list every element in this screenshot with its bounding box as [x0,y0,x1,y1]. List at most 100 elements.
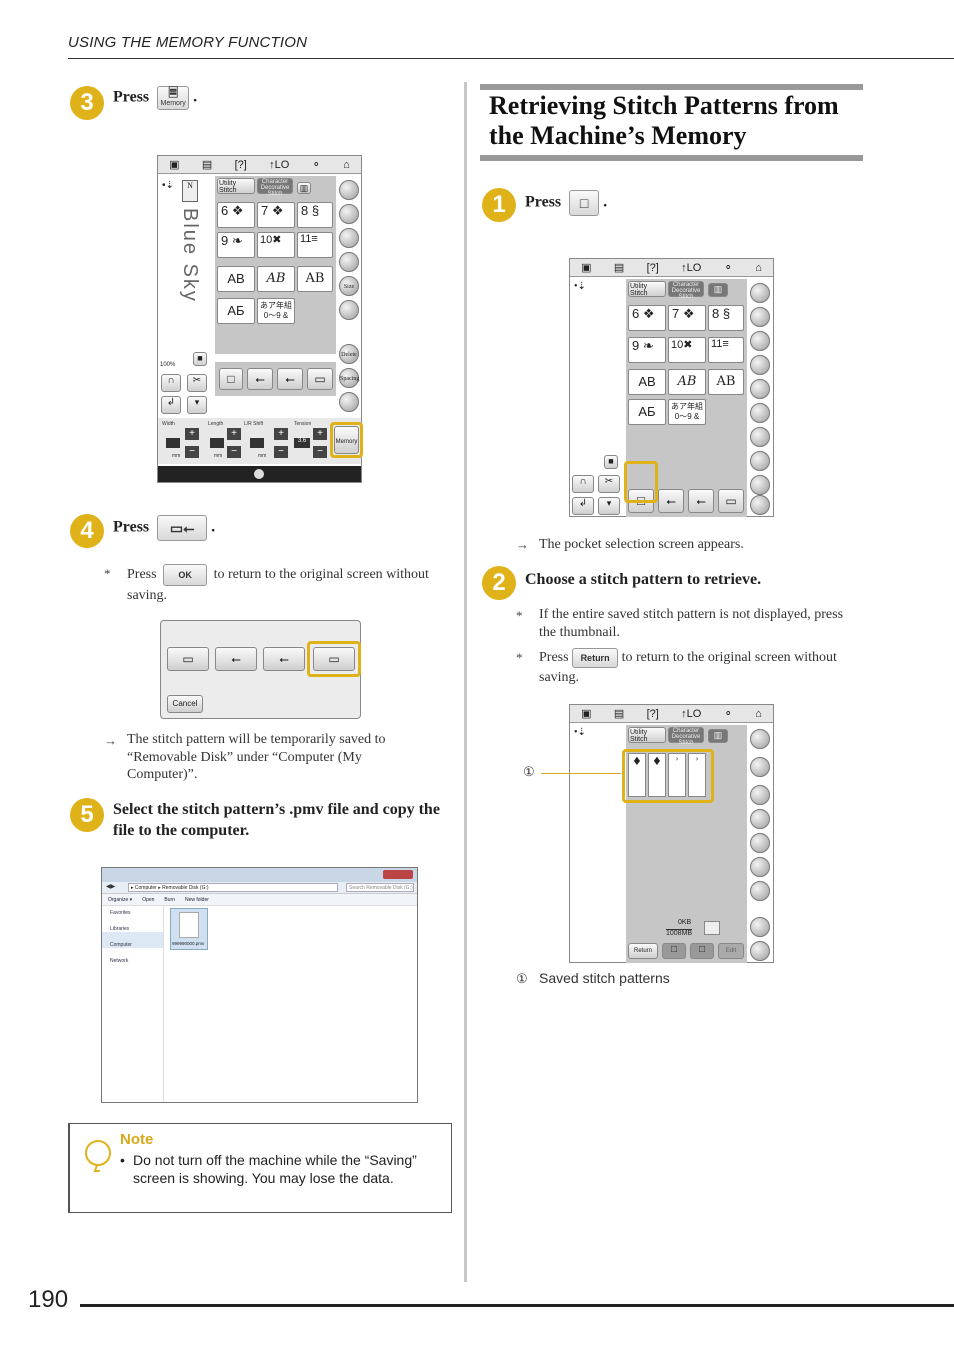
side-button[interactable] [750,451,770,471]
lock-icon[interactable]: ⚬ [311,159,321,171]
nav-computer[interactable]: Computer [102,932,163,948]
side-button[interactable] [750,307,770,327]
usb-icon[interactable]: ⭠ [263,647,305,671]
usb-icon[interactable]: ⭠ [688,489,714,513]
edit-button[interactable]: Edit [718,943,744,959]
plus-icon[interactable]: + [227,428,241,440]
organize-menu[interactable]: Organize ▾ [108,897,133,903]
usb-icon[interactable]: ⭠ [658,489,684,513]
lock-icon[interactable]: ⚬ [723,262,733,274]
burn-menu[interactable]: Burn [164,897,175,903]
needle-down-icon[interactable]: ▾ [187,396,207,414]
home-icon[interactable]: ⌂ [755,261,762,274]
reverse-icon[interactable]: ↲ [161,396,181,414]
stop-icon[interactable]: ■ [193,352,207,366]
pattern-cell[interactable]: 7 ❖ [668,305,706,331]
home-icon[interactable]: ⌂ [755,707,762,720]
memory-button[interactable]: Memory [334,426,359,454]
book-icon[interactable]: ▥ [708,283,728,297]
pattern-cell[interactable]: 7 ❖ [257,202,295,228]
needle-icon[interactable]: ↑LO [269,158,290,171]
side-button[interactable] [750,283,770,303]
utility-stitch-tab[interactable]: Utility Stitch [217,178,255,194]
side-button[interactable] [339,392,359,412]
side-button[interactable] [339,180,359,200]
pocket-icon[interactable]: □ [219,368,243,390]
memory-button-icon[interactable]: 🗏 Memory [157,86,190,110]
pattern-cell[interactable]: AB [668,369,706,395]
side-button[interactable] [750,475,770,495]
saved-pattern-thumbnail[interactable]: ♦ [648,753,666,797]
side-button[interactable] [750,729,770,749]
nav-libraries[interactable]: Libraries [110,926,130,932]
character-stitch-tab[interactable]: Character Decorative Stitch [257,178,293,197]
side-button[interactable] [750,757,770,777]
utility-stitch-tab[interactable]: Utility Stitch [628,727,666,743]
pattern-cell[interactable]: AB [297,266,333,292]
side-button[interactable] [750,809,770,829]
delete-button[interactable]: Delete [339,344,359,364]
book-icon[interactable]: ▥ [708,729,728,743]
lock-icon[interactable]: ⚬ [723,708,733,720]
pattern-cell[interactable]: 11≡ [708,337,744,363]
computer-usb-button-icon[interactable]: ▭⭠ [157,515,208,541]
side-button[interactable] [750,785,770,805]
ok-button[interactable]: OK [163,564,208,586]
stop-icon[interactable]: ■ [604,455,618,469]
needle-icon[interactable]: ↑LO [681,707,702,720]
machine-icon[interactable]: ▭ [167,647,209,671]
delete-pocket-icon[interactable]: □ [690,943,714,959]
computer-icon[interactable]: ▭ [718,489,744,513]
presser-icon[interactable]: ∩ [161,374,181,392]
window-controls[interactable] [383,870,413,879]
camera-icon[interactable]: ▣ [581,708,592,720]
side-button[interactable] [339,204,359,224]
pattern-cell[interactable]: 10✖ [257,232,295,258]
side-button[interactable] [750,427,770,447]
pattern-cell[interactable]: AB [217,266,255,292]
usb-icon[interactable]: ⭠ [277,368,303,390]
side-button[interactable] [750,833,770,853]
scroll-icon[interactable] [254,469,264,479]
pocket-icon[interactable]: □ [662,943,686,959]
side-button[interactable] [750,355,770,375]
pattern-cell[interactable]: 6 ❖ [217,202,255,228]
open-menu[interactable]: Open [142,897,155,903]
character-stitch-tab[interactable]: Character Decorative Stitch [668,727,704,746]
pattern-cell[interactable]: あア年組 0～9 & [668,399,706,425]
scissors-icon[interactable]: ✂ [187,374,207,392]
return-button[interactable]: Return [628,943,658,959]
side-button[interactable] [750,331,770,351]
side-button[interactable] [339,228,359,248]
scissors-icon[interactable]: ✂ [598,475,620,493]
side-button[interactable] [339,252,359,272]
side-button[interactable] [750,881,770,901]
pattern-cell[interactable]: 8 § [708,305,744,331]
pmv-file[interactable]: 999990000.pmv [170,908,208,950]
search-field[interactable]: Search Removable Disk (G:) [346,883,414,892]
side-button[interactable] [750,857,770,877]
help-icon[interactable]: [?] [234,158,247,171]
pattern-cell[interactable]: АБ [628,399,666,425]
side-button[interactable] [750,379,770,399]
character-stitch-tab[interactable]: Character Decorative Stitch [668,281,704,300]
pattern-cell[interactable]: 6 ❖ [628,305,666,331]
computer-icon[interactable]: ▭ [307,368,333,390]
minus-icon[interactable]: − [313,446,327,458]
address-field[interactable]: ▸ Computer ▸ Removable Disk (G:) [128,883,338,892]
needle-down-icon[interactable]: ▾ [598,497,620,515]
pattern-cell[interactable]: AB [257,266,295,292]
pattern-cell[interactable]: 8 § [297,202,333,228]
plus-icon[interactable]: + [274,428,288,440]
pattern-cell[interactable]: 11≡ [297,232,333,258]
side-button[interactable] [750,941,770,961]
usb-icon[interactable]: ⭠ [215,647,257,671]
needle-icon[interactable]: ↑LO [681,261,702,274]
new-folder-menu[interactable]: New folder [184,897,209,903]
back-forward-icon[interactable]: ◀▶ [106,884,116,890]
pattern-cell[interactable]: 9 ❧ [217,232,255,258]
presser-icon[interactable]: ∩ [572,475,594,493]
size-button[interactable]: Size [339,276,359,296]
side-button[interactable] [750,495,770,515]
nav-favorites[interactable]: Favorites [110,910,131,916]
